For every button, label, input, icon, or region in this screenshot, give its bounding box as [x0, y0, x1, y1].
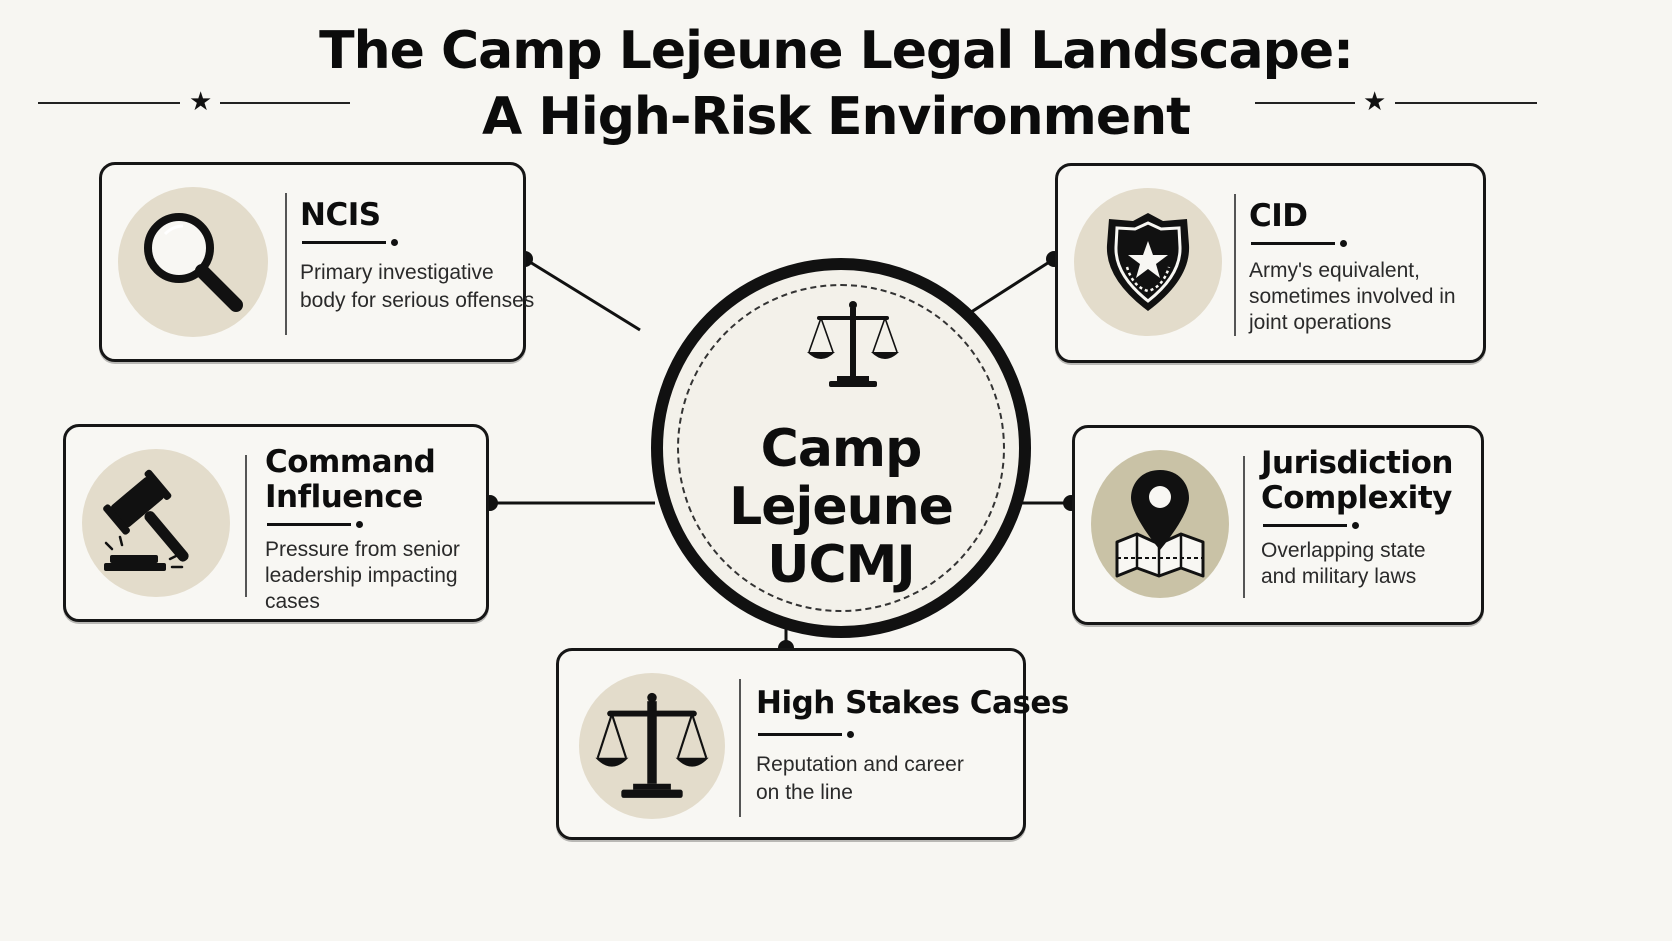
card-high-stakes-cases: High Stakes Cases Reputation and career …: [556, 648, 1069, 840]
hub-line-2: Lejeune: [729, 477, 954, 537]
ncis-description: Primary investigative body for serious o…: [300, 259, 534, 315]
stakes-divider: [739, 679, 741, 817]
hub-line-1: Camp: [760, 419, 923, 479]
title-rule-right-inner: [1255, 102, 1355, 104]
command-title-line-2: Influence: [265, 479, 423, 515]
star-icon-right: ★: [1363, 86, 1387, 116]
cid-divider: [1234, 194, 1236, 336]
gavel-icon: [103, 469, 189, 571]
cid-title-underline: [1251, 242, 1335, 245]
page-title: The Camp Lejeune Legal Landscape: A High…: [0, 18, 1672, 150]
card-jurisdiction-complexity: Jurisdiction Complexity Overlapping stat…: [1072, 425, 1484, 625]
card-ncis: NCIS Primary investigative body for seri…: [99, 162, 534, 362]
command-desc-line-2: leadership impacting: [265, 564, 458, 587]
command-title: Command Influence: [265, 444, 436, 515]
map-pin-icon: [1115, 470, 1205, 578]
command-title-underline: [267, 523, 351, 526]
hub-title: Camp Lejeune UCMJ: [663, 420, 1019, 594]
star-icon-left: ★: [189, 86, 213, 116]
title-rule-left-inner: [220, 102, 350, 104]
card-command-influence: Command Influence Pressure from senior l…: [63, 424, 489, 622]
badge-icon: [1106, 213, 1190, 311]
command-desc-line-3: cases: [265, 590, 320, 613]
cid-desc-line-3: joint operations: [1249, 311, 1392, 334]
command-divider: [245, 455, 247, 597]
ncis-title: NCIS: [300, 197, 381, 233]
cid-underline-dot: [1340, 240, 1347, 247]
title-rule-left-outer: [38, 102, 180, 104]
jurisdiction-icon-circle: [1091, 450, 1229, 598]
command-icon-circle: [82, 449, 230, 597]
stakes-desc-line-2: on the line: [756, 781, 853, 804]
connector-ncis: [524, 257, 641, 332]
scales-icon: [807, 301, 899, 387]
stakes-title-underline: [758, 733, 842, 736]
ncis-icon-circle: [118, 187, 268, 337]
command-underline-dot: [356, 521, 363, 528]
magnifier-icon: [144, 213, 243, 312]
jurisdiction-description: Overlapping state and military laws: [1261, 538, 1426, 590]
jurisdiction-title-line-2: Complexity: [1261, 480, 1452, 516]
cid-desc-line-2: sometimes involved in: [1249, 285, 1456, 308]
command-desc-line-1: Pressure from senior: [265, 538, 460, 561]
stakes-description: Reputation and career on the line: [756, 751, 964, 807]
hub-circle: Camp Lejeune UCMJ: [651, 258, 1031, 638]
cid-description: Army's equivalent, sometimes involved in…: [1249, 258, 1456, 336]
ncis-title-underline: [302, 241, 386, 244]
stakes-underline-dot: [847, 731, 854, 738]
jurisdiction-title-line-1: Jurisdiction: [1261, 445, 1453, 481]
jurisdiction-desc-line-2: and military laws: [1261, 565, 1417, 588]
jurisdiction-title: Jurisdiction Complexity: [1261, 446, 1453, 516]
jurisdiction-desc-line-1: Overlapping state: [1261, 539, 1426, 562]
cid-desc-line-1: Army's equivalent,: [1249, 259, 1420, 282]
title-line-1: The Camp Lejeune Legal Landscape:: [319, 21, 1354, 81]
stakes-title: High Stakes Cases: [756, 685, 1069, 721]
ncis-underline-dot: [391, 239, 398, 246]
jurisdiction-divider: [1243, 456, 1245, 598]
ncis-divider: [285, 193, 287, 335]
hub-line-3: UCMJ: [767, 535, 915, 595]
hub-dashed-ring: [677, 284, 1005, 612]
stakes-desc-line-1: Reputation and career: [756, 753, 964, 776]
jurisdiction-title-underline: [1263, 524, 1347, 527]
title-line-2: A High-Risk Environment: [482, 87, 1191, 147]
jurisdiction-underline-dot: [1352, 522, 1359, 529]
title-rule-right-outer: [1395, 102, 1537, 104]
cid-icon-circle: [1074, 188, 1222, 336]
card-cid: CID Army's equivalent, sometimes involve…: [1055, 163, 1486, 363]
cid-title: CID: [1249, 198, 1308, 234]
stakes-icon-circle: [579, 673, 725, 819]
ncis-desc-line-2: body for serious offenses: [300, 289, 535, 312]
command-description: Pressure from senior leadership impactin…: [265, 537, 460, 615]
ncis-desc-line-1: Primary investigative: [300, 261, 494, 284]
command-title-line-1: Command: [265, 444, 436, 480]
scales-icon: [595, 692, 709, 798]
